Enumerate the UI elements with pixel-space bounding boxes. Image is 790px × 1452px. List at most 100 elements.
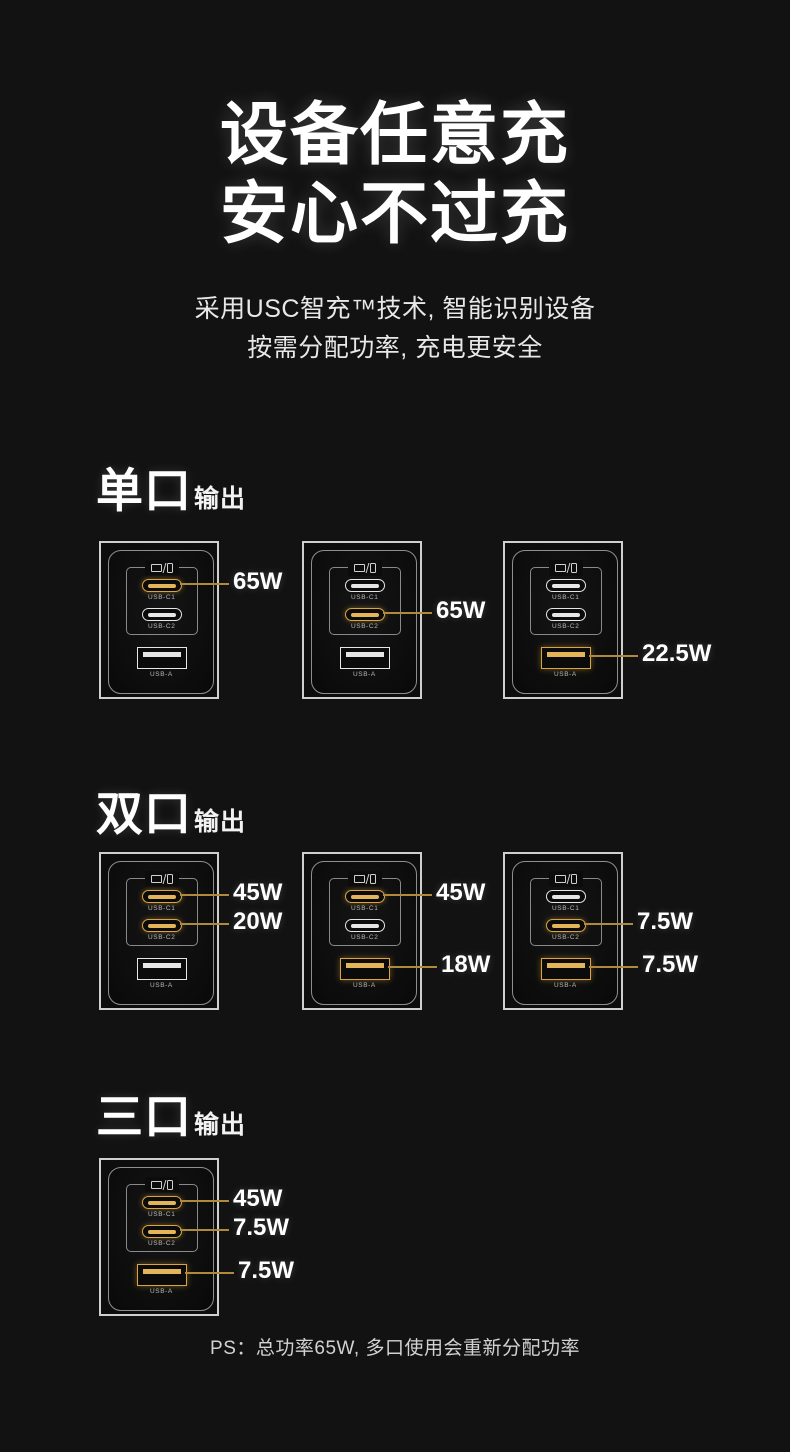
power-label-c1: 45W	[233, 1185, 283, 1212]
usb-a-port[interactable]	[137, 647, 187, 669]
leader-line-a	[589, 966, 638, 968]
port-contact-bar	[143, 652, 181, 657]
usb-a-port[interactable]	[541, 958, 591, 980]
usb-c1-port[interactable]	[142, 890, 182, 903]
port-contact-bar	[148, 923, 176, 928]
port-contact-bar	[351, 923, 379, 928]
port-contact-bar	[346, 652, 384, 657]
usb-a-port[interactable]	[340, 958, 390, 980]
port-contact-bar	[346, 963, 384, 968]
usb-a-port[interactable]	[541, 647, 591, 669]
usb-c2-label: USB-C2	[351, 623, 379, 630]
phone-icon	[571, 563, 578, 573]
headline-block: 设备任意充 安心不过充	[0, 0, 790, 254]
usb-a-port[interactable]	[137, 958, 187, 980]
power-label-a: 18W	[441, 951, 491, 978]
section-heading-main: 双口	[96, 787, 192, 840]
usb-c2-port[interactable]	[546, 919, 586, 932]
power-label-c1: 65W	[233, 568, 283, 595]
slash-divider-icon	[162, 874, 167, 884]
port-contact-bar	[351, 894, 379, 899]
section-heading-main: 三口	[96, 1090, 192, 1143]
usb-c2-label: USB-C2	[552, 623, 580, 630]
subheadline-line-2: 按需分配功率, 充电更安全	[247, 333, 543, 362]
port-contact-bar	[143, 963, 181, 968]
usb-c2-label: USB-C2	[552, 934, 580, 941]
phone-icon	[571, 874, 578, 884]
usb-c2-label: USB-C2	[148, 934, 176, 941]
laptop-slash-phone-icon	[549, 871, 583, 887]
usb-c2-port[interactable]	[142, 919, 182, 932]
usb-c1-port[interactable]	[345, 890, 385, 903]
monitor-icon	[554, 875, 566, 883]
leader-line-c2	[180, 1229, 229, 1231]
power-label-c2: 7.5W	[637, 908, 694, 935]
port-contact-bar	[148, 583, 176, 588]
leader-line-c1	[383, 894, 432, 896]
port-contact-bar	[351, 583, 379, 588]
laptop-slash-phone-icon	[549, 560, 583, 576]
power-label-a: 7.5W	[238, 1257, 295, 1284]
usb-a-port[interactable]	[340, 647, 390, 669]
usb-c1-label: USB-C1	[351, 905, 379, 912]
laptop-slash-phone-icon	[348, 560, 382, 576]
usb-a-port[interactable]	[137, 1264, 187, 1286]
usb-c1-port[interactable]	[142, 1196, 182, 1209]
subheadline-line-1: 采用USC智充™技术, 智能识别设备	[194, 294, 596, 323]
subheadline-block: 采用USC智充™技术, 智能识别设备 按需分配功率, 充电更安全	[0, 290, 790, 368]
usb-a-label: USB-A	[554, 671, 577, 678]
usb-c1-label: USB-C1	[552, 905, 580, 912]
usb-c1-port[interactable]	[142, 579, 182, 592]
usb-c-group-bracket	[126, 1177, 198, 1252]
usb-c1-label: USB-C1	[148, 905, 176, 912]
phone-icon	[370, 874, 377, 884]
usb-c-group-bracket	[126, 560, 198, 635]
usb-c2-port[interactable]	[142, 608, 182, 621]
monitor-icon	[150, 875, 162, 883]
usb-c2-port[interactable]	[546, 608, 586, 621]
phone-icon	[370, 563, 377, 573]
section-heading-sub: 输出	[194, 808, 247, 836]
slash-divider-icon	[566, 874, 571, 884]
usb-c-group-bracket	[329, 871, 401, 946]
power-label-c1: 45W	[436, 879, 486, 906]
port-contact-bar	[552, 894, 580, 899]
phone-icon	[167, 1180, 174, 1190]
usb-c1-port[interactable]	[546, 890, 586, 903]
port-contact-bar	[148, 894, 176, 899]
usb-c-group-bracket	[530, 871, 602, 946]
monitor-icon	[353, 564, 365, 572]
port-contact-bar	[547, 963, 585, 968]
monitor-icon	[554, 564, 566, 572]
port-contact-bar	[552, 583, 580, 588]
laptop-slash-phone-icon	[145, 871, 179, 887]
usb-c2-port[interactable]	[345, 919, 385, 932]
section-heading-sub: 输出	[194, 485, 247, 513]
section-heading: 三口输出	[96, 1078, 790, 1147]
power-label-c1: 45W	[233, 879, 283, 906]
usb-c1-port[interactable]	[546, 579, 586, 592]
slash-divider-icon	[365, 874, 370, 884]
usb-c1-label: USB-C1	[552, 594, 580, 601]
leader-line-c2	[180, 923, 229, 925]
usb-c-group-bracket	[126, 871, 198, 946]
phone-icon	[167, 874, 174, 884]
leader-line-c1	[180, 1200, 229, 1202]
power-label-a: 22.5W	[642, 640, 712, 667]
slash-divider-icon	[566, 563, 571, 573]
leader-line-a	[589, 655, 638, 657]
usb-c1-label: USB-C1	[148, 594, 176, 601]
usb-c2-port[interactable]	[345, 608, 385, 621]
footer-note: PS：总功率65W, 多口使用会重新分配功率	[210, 1338, 580, 1359]
leader-line-c1	[180, 894, 229, 896]
laptop-slash-phone-icon	[145, 1177, 179, 1193]
usb-c1-port[interactable]	[345, 579, 385, 592]
usb-a-label: USB-A	[353, 671, 376, 678]
leader-line-c1	[180, 583, 229, 585]
monitor-icon	[150, 564, 162, 572]
usb-c2-port[interactable]	[142, 1225, 182, 1238]
